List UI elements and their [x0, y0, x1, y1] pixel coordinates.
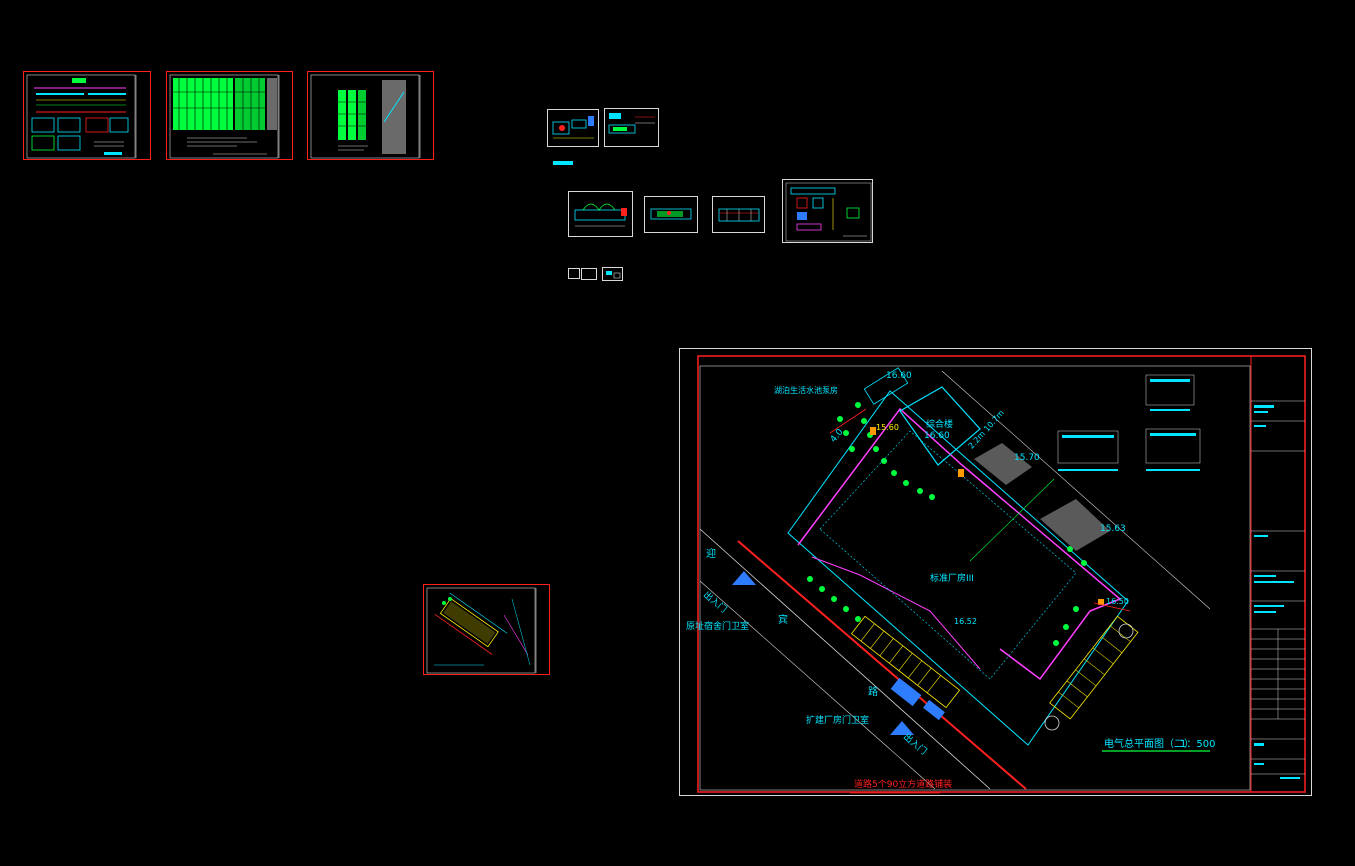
level-label: 16.52	[954, 617, 977, 626]
level-label: 15.70	[1014, 453, 1040, 463]
drawing-sheet-switchgear[interactable]	[307, 71, 434, 160]
road-label: 宾	[778, 615, 788, 626]
sheet-1-linework	[26, 74, 137, 159]
plan-title: 电气总平面图（二）	[1104, 739, 1194, 750]
drawing-sheet-detail-e[interactable]	[712, 196, 765, 233]
sheet-detail-d-linework	[650, 208, 692, 220]
drawing-sheet-detail-c[interactable]	[568, 191, 633, 237]
road-label: 路	[868, 687, 878, 698]
road-label: 迎	[706, 549, 716, 560]
sheet-2-linework	[169, 74, 280, 159]
guard-room-label: 扩建厂房门卫室	[806, 716, 870, 726]
legend-strip	[553, 161, 573, 165]
drawing-sheet-distribution-panels[interactable]	[166, 71, 293, 160]
complex-building-label: 综合楼	[926, 420, 954, 430]
drawing-sheet-detail-a[interactable]	[547, 109, 599, 147]
sheet-detail-f-linework	[785, 182, 872, 242]
sheet-detail-e-linework	[718, 208, 760, 222]
sheet-detail-b-linework	[608, 113, 655, 134]
drawing-sheet-site-plan-small[interactable]	[423, 584, 550, 675]
level-label: 16.50	[1106, 597, 1129, 606]
tiny-3-linework	[606, 271, 621, 279]
sheet-3-linework	[310, 74, 421, 159]
guard-room-label: 原址宿舍门卫室	[686, 622, 750, 632]
drawing-sheet-system-diagram-1[interactable]	[23, 71, 151, 160]
drawing-sheet-detail-d[interactable]	[644, 196, 698, 233]
level-label: 15.60	[876, 423, 899, 432]
pump-room-label: 湖泊生活水池泵房	[774, 386, 838, 395]
drawing-sheet-tiny-3[interactable]	[602, 267, 623, 281]
standard-plant-label: 标准厂房III	[930, 574, 974, 584]
drawing-sheet-detail-f[interactable]	[782, 179, 873, 243]
plan-scale: 1：500	[1180, 739, 1216, 750]
bottom-note: 道路5个90立方道路铺装	[854, 780, 953, 790]
drawing-sheet-electrical-plan-2[interactable]: 16.60 16.60 15.70 15.63 16.50 16.52 15.6…	[679, 348, 1312, 796]
electrical-plan-linework	[697, 355, 1306, 794]
drawing-sheet-tiny-2[interactable]	[581, 268, 597, 280]
level-label: 15.63	[1100, 524, 1126, 534]
drawing-sheet-detail-b[interactable]	[604, 108, 659, 147]
site-plan-small-linework	[426, 587, 537, 674]
sheet-detail-a-linework	[552, 116, 594, 139]
level-label: 16.60	[886, 371, 912, 381]
drawing-sheet-tiny-1[interactable]	[568, 268, 580, 279]
level-label: 16.60	[924, 431, 950, 441]
sheet-detail-c-linework	[574, 203, 627, 227]
